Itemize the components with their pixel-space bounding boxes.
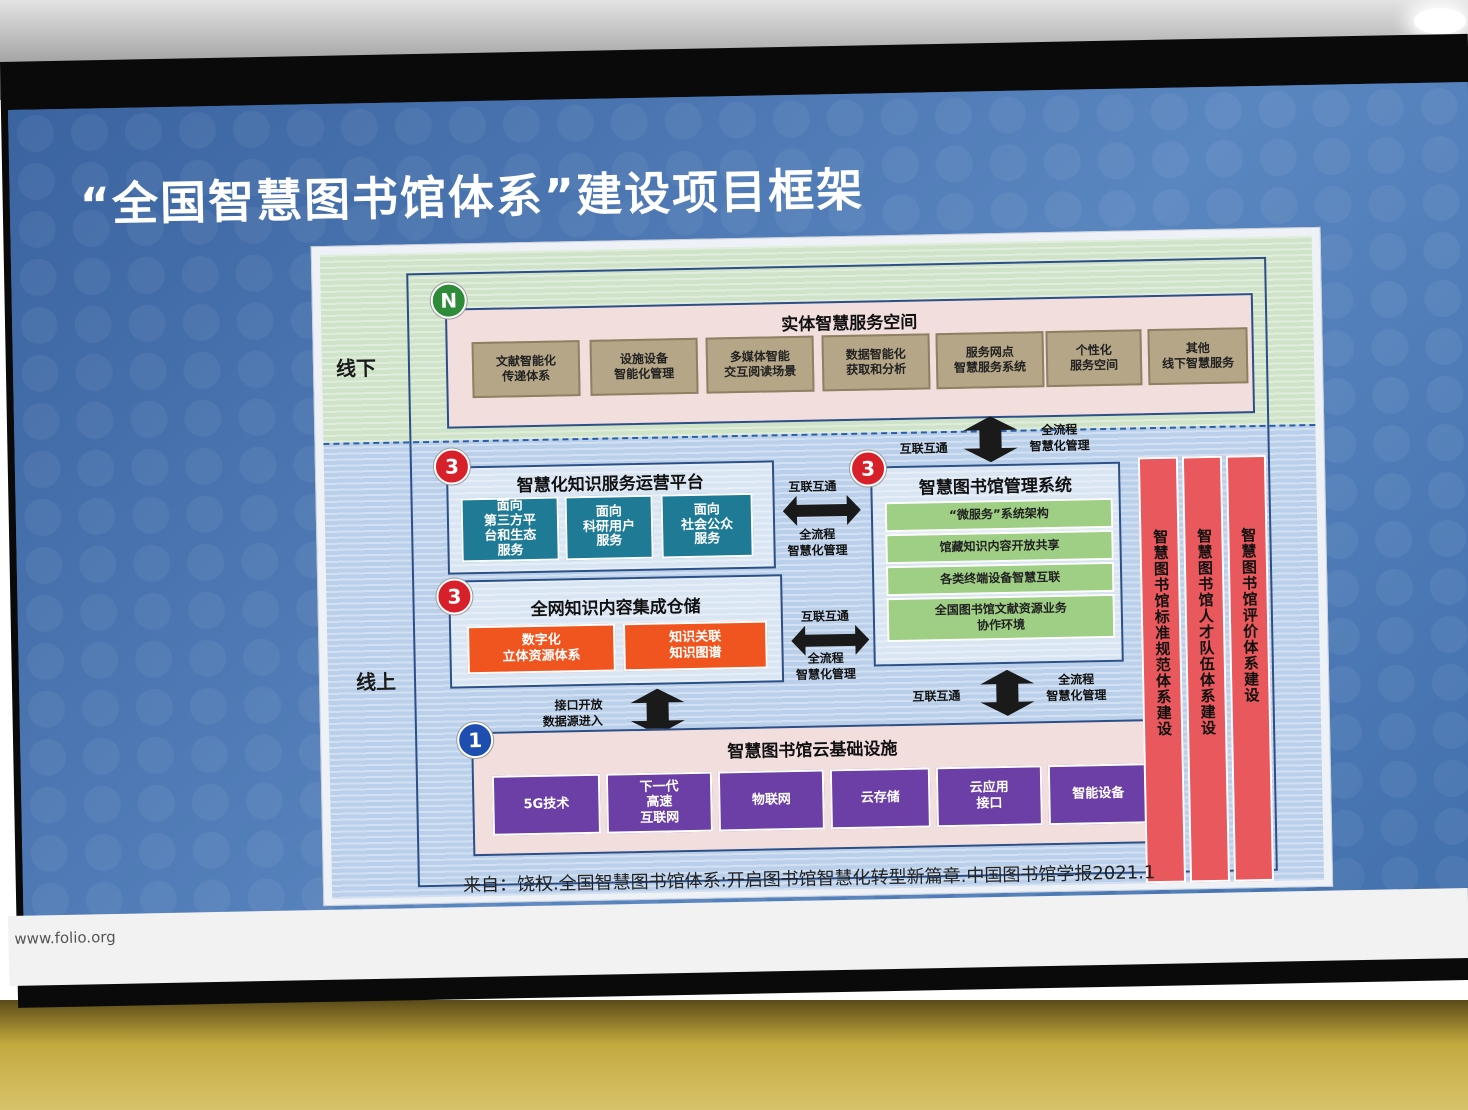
infra-item: 5G技术 [491,773,602,836]
management-item: “微服务”系统架构 [884,497,1114,533]
talent-team-column: 智慧图书馆人才队伍体系建设 [1181,455,1231,883]
framework-diagram: 线下 线上 实体智慧服务空间 文献智能化 传递体系 设施设备 智能化管理 多媒体… [310,226,1334,907]
platform-item: 面向 第三方平 台和生态 服务 [460,496,560,563]
offline-item: 多媒体智能 交互阅读场景 [705,335,815,394]
cloud-infrastructure-title: 智慧图书馆云基础设施 [727,739,898,763]
connector-label: 全流程 智慧化管理 [1046,672,1107,703]
storage-item: 数字化 立体资源体系 [466,623,616,675]
wall-below-screen [0,1000,1468,1110]
management-item: 各类终端设备智慧互联 [885,561,1115,597]
offline-item: 设施设备 智能化管理 [589,337,699,396]
knowledge-storage-section: 全网知识内容集成仓储 数字化 立体资源体系 知识关联 知识图谱 [448,574,785,689]
offline-item: 服务网点 智慧服务系统 [935,331,1045,390]
connector-label: 接口开放 数据源进入 [542,697,603,729]
ceiling-light [1414,8,1466,34]
offline-item: 其他 线下智慧服务 [1147,327,1249,386]
connector-label: 互联互通 [800,608,850,624]
infra-item: 云应用 接口 [935,765,1043,828]
knowledge-service-platform-section: 智慧化知识服务运营平台 面向 第三方平 台和生态 服务 面向 科研用户 服务 面… [445,460,776,575]
slide-title: “全国智慧图书馆体系”建设项目框架 [79,162,865,232]
storage-item: 知识关联 知识图谱 [622,620,768,672]
connector-label: 互联互通 [788,479,837,495]
connector-label: 互联互通 [899,441,948,456]
offline-online-arrow [963,416,1018,463]
platform-management-arrow [782,494,861,526]
slide: “全国智慧图书馆体系”建设项目框架 线下 线上 实体智慧服务空间 文献智能化 传… [8,81,1468,930]
storage-infra-arrow [630,688,685,735]
connector-label: 全流程 智慧化管理 [795,651,857,682]
library-management-system-title: 智慧图书馆管理系统 [918,475,1073,499]
platform-item: 面向 社会公众 服务 [660,492,754,559]
infra-item: 下一代 高速 互联网 [605,771,713,834]
offline-item: 个性化 服务空间 [1045,329,1143,388]
offline-label: 线下 [335,355,377,381]
connector-label: 互联互通 [912,688,961,704]
infra-item: 云存储 [829,767,931,830]
offline-item: 数据智能化 获取和分析 [821,333,931,392]
connector-label: 全流程 智慧化管理 [787,527,848,558]
management-item: 馆藏知识内容开放共享 [885,529,1114,565]
online-label: 线上 [355,669,397,695]
standards-system-column: 智慧图书馆标准规范体系建设 [1137,456,1187,884]
library-management-system-section: 智慧图书馆管理系统 “微服务”系统架构 馆藏知识内容开放共享 各类终端设备智慧互… [870,461,1124,667]
management-infra-arrow [980,669,1035,716]
knowledge-storage-title: 全网知识内容集成仓储 [530,596,701,621]
platform-item: 面向 科研用户 服务 [564,494,654,561]
physical-service-space-section: 实体智慧服务空间 文献智能化 传递体系 设施设备 智能化管理 多媒体智能 交互阅… [444,293,1256,429]
connector-label: 全流程 智慧化管理 [1029,422,1090,454]
offline-item: 文献智能化 传递体系 [471,340,581,399]
evaluation-system-column: 智慧图书馆评价体系建设 [1225,454,1275,882]
cloud-infrastructure-section: 智慧图书馆云基础设施 5G技术 下一代 高速 互联网 物联网 云存储 云应用 接… [471,719,1156,857]
infra-item: 物联网 [717,769,825,832]
management-item: 全国图书馆文献资源业务 协作环境 [886,593,1116,643]
website-url: www.folio.org [14,927,116,948]
infra-item: 智能设备 [1047,763,1149,826]
storage-management-arrow [791,624,870,656]
